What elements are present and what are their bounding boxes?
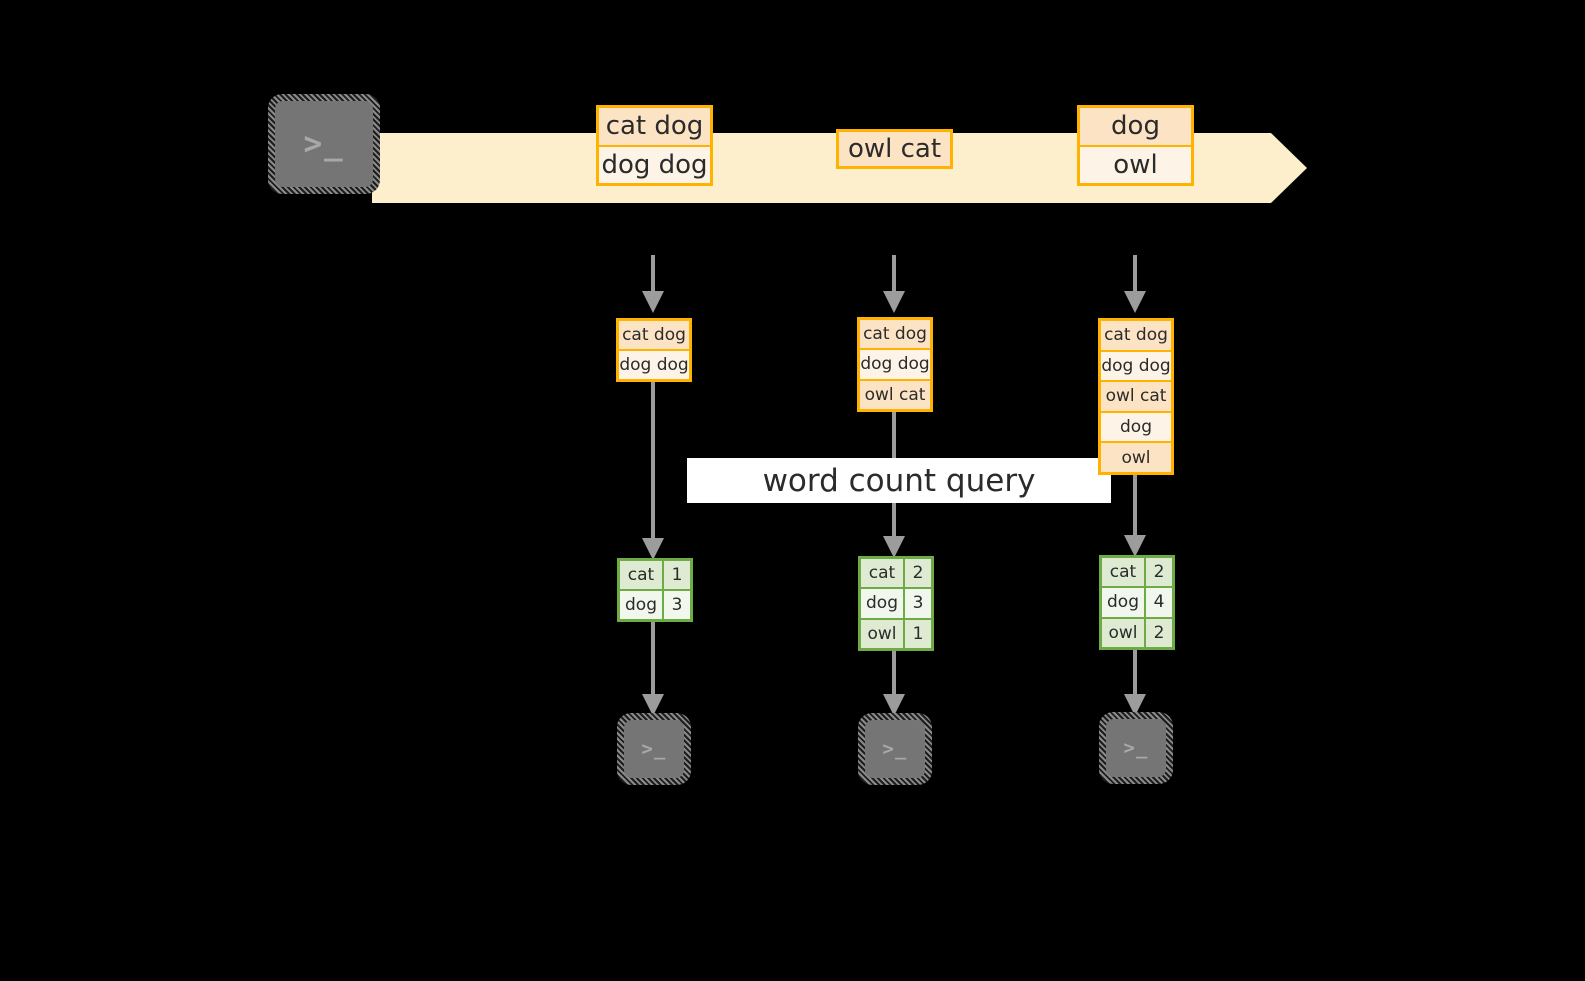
terminal-screen: >_ <box>865 720 925 778</box>
result-table-2-row-2-count: 3 <box>905 589 931 618</box>
connector-arrowhead <box>1124 291 1146 313</box>
result-table-3-row-1-word: cat <box>1102 558 1146 587</box>
result-table-3-row-1: cat 2 <box>1102 558 1172 589</box>
result-table-2-row-3-word: owl <box>861 619 905 648</box>
stream-arrow-head <box>1271 133 1307 203</box>
result-table-2-row-1-count: 2 <box>905 559 931 588</box>
input-table-2-row-2: dog dog <box>860 350 930 381</box>
input-to-result-connector-3 <box>1124 475 1146 557</box>
result-table-3-row-2: dog 4 <box>1102 588 1172 619</box>
terminal-prompt-glyph: >_ <box>641 737 667 760</box>
result-table-1-row-2: dog 3 <box>620 591 690 619</box>
result-table-1-row-2-count: 3 <box>664 591 690 619</box>
input-table-3[interactable]: cat dog dog dog owl cat dog owl <box>1098 318 1174 475</box>
connector-arrowhead <box>642 291 664 313</box>
input-table-2[interactable]: cat dog dog dog owl cat <box>857 317 933 412</box>
input-table-3-row-5: owl <box>1101 443 1171 472</box>
terminal-screen: >_ <box>275 101 373 187</box>
connector-line <box>892 255 896 291</box>
connector-line <box>1133 650 1137 694</box>
result-table-1-row-1-word: cat <box>620 561 664 589</box>
terminal-screen: >_ <box>624 720 684 778</box>
connector-arrowhead <box>642 694 664 716</box>
input-table-3-row-2: dog dog <box>1101 351 1171 383</box>
stream-batch-1[interactable]: cat dog dog dog <box>596 105 713 186</box>
source-terminal-icon[interactable]: >_ <box>268 94 380 194</box>
connector-arrowhead <box>642 538 664 560</box>
connector-line <box>651 382 655 538</box>
terminal-prompt-glyph: >_ <box>1123 736 1149 759</box>
connector-arrowhead <box>883 291 905 313</box>
result-table-2-row-1-word: cat <box>861 559 905 588</box>
input-table-2-row-3: owl cat <box>860 380 930 409</box>
stream-batch-1-line-2: dog dog <box>599 146 710 183</box>
result-table-3-row-3: owl 2 <box>1102 618 1172 647</box>
connector-line <box>892 651 896 694</box>
input-table-1[interactable]: cat dog dog dog <box>616 318 692 382</box>
connector-line <box>1133 255 1137 291</box>
stream-batch-2[interactable]: owl cat <box>836 129 953 169</box>
result-table-3[interactable]: cat 2 dog 4 owl 2 <box>1099 555 1175 650</box>
terminal-prompt-glyph: >_ <box>303 125 345 162</box>
sink-terminal-icon-3[interactable]: >_ <box>1099 712 1173 784</box>
input-to-result-connector-1 <box>642 382 664 560</box>
terminal-prompt-glyph: >_ <box>882 737 908 760</box>
connector-arrowhead <box>1124 694 1146 716</box>
result-table-2-row-3-count: 1 <box>905 619 931 648</box>
word-count-query-label: word count query <box>687 458 1111 503</box>
stream-batch-1-line-1: cat dog <box>599 108 710 147</box>
connector-line <box>1133 475 1137 535</box>
result-table-2-row-3: owl 1 <box>861 619 931 648</box>
result-table-3-row-2-word: dog <box>1102 588 1146 617</box>
result-to-sink-connector-1 <box>642 622 664 716</box>
result-to-sink-connector-3 <box>1124 650 1146 716</box>
stream-to-input-connector-2 <box>883 255 905 313</box>
result-table-3-row-3-count: 2 <box>1146 618 1172 647</box>
stream-batch-2-line-1: owl cat <box>839 132 950 166</box>
result-table-2-row-2-word: dog <box>861 589 905 618</box>
result-table-3-row-2-count: 4 <box>1146 588 1172 617</box>
result-table-1[interactable]: cat 1 dog 3 <box>617 558 693 622</box>
result-table-1-row-1-count: 1 <box>664 561 690 589</box>
sink-terminal-icon-2[interactable]: >_ <box>858 713 932 785</box>
input-table-3-row-4: dog <box>1101 412 1171 444</box>
sink-terminal-icon-1[interactable]: >_ <box>617 713 691 785</box>
result-table-1-row-2-word: dog <box>620 591 664 619</box>
connector-arrowhead <box>883 694 905 716</box>
result-table-3-row-1-count: 2 <box>1146 558 1172 587</box>
connector-arrowhead <box>1124 535 1146 557</box>
stream-to-input-connector-3 <box>1124 255 1146 313</box>
result-to-sink-connector-2 <box>883 651 905 716</box>
input-table-3-row-1: cat dog <box>1101 321 1171 352</box>
input-table-2-row-1: cat dog <box>860 320 930 351</box>
terminal-screen: >_ <box>1106 719 1166 777</box>
stream-batch-3-line-1: dog <box>1080 108 1191 147</box>
result-table-1-row-1: cat 1 <box>620 561 690 591</box>
connector-arrowhead <box>883 536 905 558</box>
result-table-3-row-3-word: owl <box>1102 618 1146 647</box>
connector-line <box>651 622 655 694</box>
result-table-2[interactable]: cat 2 dog 3 owl 1 <box>858 556 934 651</box>
input-table-1-row-2: dog dog <box>619 351 689 379</box>
word-count-query-label-text: word count query <box>762 462 1036 499</box>
result-table-2-row-2: dog 3 <box>861 589 931 620</box>
result-table-2-row-1: cat 2 <box>861 559 931 590</box>
input-table-3-row-3: owl cat <box>1101 382 1171 413</box>
input-table-1-row-1: cat dog <box>619 321 689 351</box>
stream-to-input-connector-1 <box>642 255 664 313</box>
stream-batch-3[interactable]: dog owl <box>1077 105 1194 186</box>
connector-line <box>651 255 655 291</box>
stream-batch-3-line-2: owl <box>1080 146 1191 183</box>
